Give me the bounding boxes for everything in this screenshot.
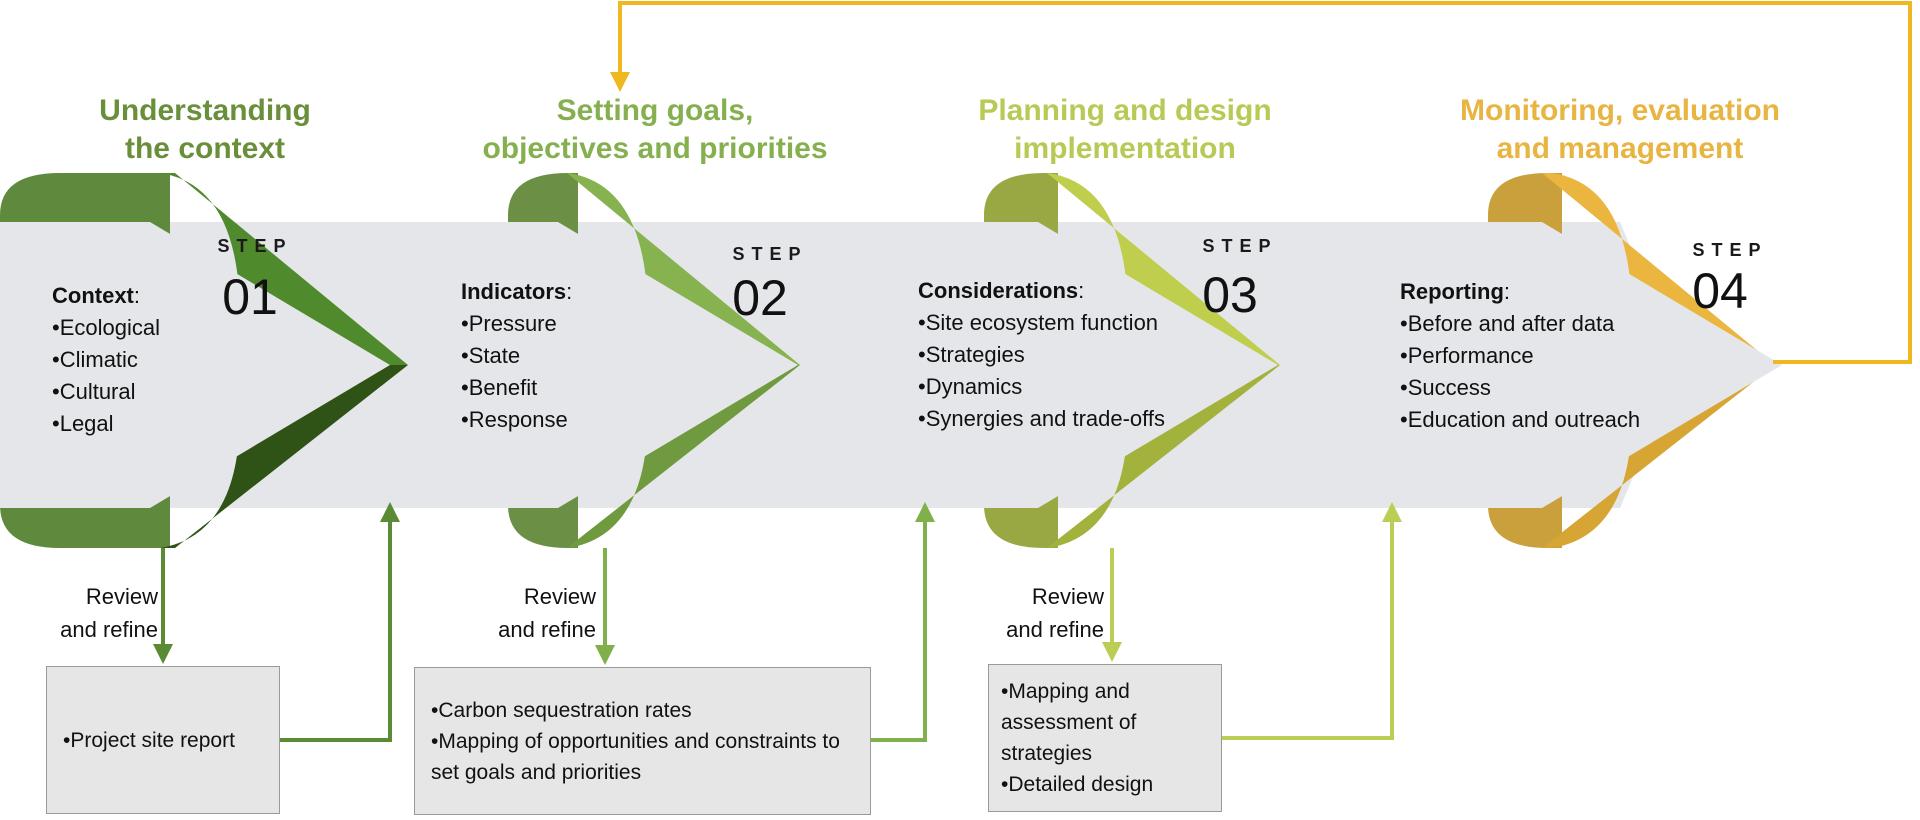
list-item: Performance [1400, 340, 1640, 372]
step-1-title: Understanding the context [99, 94, 311, 165]
list-item: Mapping and assessment of strategies [1001, 676, 1209, 769]
step-3-label: STEP [1202, 236, 1278, 256]
step-3-chevron-lower [1047, 365, 1280, 548]
list-item: Pressure [461, 308, 572, 340]
step-3-output-box: Mapping and assessment of strategies Det… [988, 664, 1222, 812]
list-item: Site ecosystem function [918, 307, 1165, 339]
list-item: Before and after data [1400, 308, 1640, 340]
list-item: Education and outreach [1400, 404, 1640, 436]
list-item: Mapping of opportunities and constraints… [431, 726, 854, 788]
list-item: State [461, 340, 572, 372]
list-item: Ecological [52, 312, 160, 344]
step-4-chevron-lower [1542, 365, 1775, 548]
process-band [0, 222, 1680, 508]
step-2-review-label: Review and refine [498, 584, 596, 642]
step-1-content-list: Ecological Climatic Cultural Legal [52, 312, 160, 440]
step-3-review-label: Review and refine [1006, 584, 1104, 642]
step-4-content-heading: Reporting: [1400, 276, 1640, 308]
step-2-content-title: Indicators [461, 279, 567, 304]
list-item: Strategies [918, 339, 1165, 371]
step-4-content-list: Before and after data Performance Succes… [1400, 308, 1640, 436]
step-3-output-list: Mapping and assessment of strategies Det… [1001, 676, 1209, 800]
step-1-chevron-lower [160, 365, 408, 548]
list-item: Dynamics [918, 371, 1165, 403]
list-item: Legal [52, 408, 160, 440]
list-item: Benefit [461, 372, 572, 404]
step-1-chevron-upper [160, 173, 408, 365]
step-1-content-heading: Context: [52, 280, 160, 312]
step-2-number: 02 [732, 270, 788, 326]
step-2-chevron-lower [567, 365, 800, 548]
list-item: Response [461, 404, 572, 436]
step-3-content-heading: Considerations: [918, 275, 1165, 307]
step-1-output-box: Project site report [46, 666, 280, 814]
step-4-chevron-upper [1542, 173, 1775, 365]
step-2-title: Setting goals, objectives and priorities [482, 94, 828, 165]
step-1-content-title: Context [52, 283, 134, 308]
step-1-output-list: Project site report [63, 725, 235, 756]
step-2-return-arrow [871, 502, 935, 742]
step-1-return-arrow [280, 502, 400, 742]
step-2-content-heading: Indicators: [461, 276, 572, 308]
step-1-review-label: Review and refine [60, 584, 158, 642]
step-4-number: 04 [1692, 263, 1748, 319]
step-1-number: 01 [222, 269, 278, 325]
step-2-chevron-upper [567, 173, 800, 365]
list-item: Climatic [52, 344, 160, 376]
step-2-output-box: Carbon sequestration rates Mapping of op… [414, 667, 871, 815]
step-4-content: Reporting: Before and after data Perform… [1400, 276, 1640, 436]
step-2-content: Indicators: Pressure State Benefit Respo… [461, 276, 572, 436]
step-2-content-suffix: : [566, 279, 573, 304]
list-item: Carbon sequestration rates [431, 695, 854, 726]
step-1-content-suffix: : [133, 283, 141, 308]
list-item: Success [1400, 372, 1640, 404]
step-3-return-arrow [1222, 502, 1402, 740]
step-4-title: Monitoring, evaluation and management [1460, 94, 1780, 165]
list-item: Synergies and trade-offs [918, 403, 1165, 435]
step-3-content-list: Site ecosystem function Strategies Dynam… [918, 307, 1165, 435]
step-3-content-title: Considerations [918, 278, 1079, 303]
step-4-content-title: Reporting [1400, 279, 1504, 304]
step-4-label: STEP [1692, 240, 1768, 260]
step-1-label: STEP [217, 236, 293, 256]
step-3-content: Considerations: Site ecosystem function … [918, 275, 1165, 435]
step-2-chevron-notch [508, 222, 798, 508]
step-1-content: Context: Ecological Climatic Cultural Le… [52, 280, 160, 440]
step-2-output-list: Carbon sequestration rates Mapping of op… [431, 695, 854, 788]
step-4-content-suffix: : [1503, 279, 1511, 304]
step-3-title: Planning and design implementation [978, 94, 1272, 165]
step-2-content-list: Pressure State Benefit Response [461, 308, 572, 436]
list-item: Detailed design [1001, 769, 1209, 800]
step-3-content-suffix: : [1078, 278, 1085, 303]
step-2-label: STEP [732, 244, 808, 264]
list-item: Project site report [63, 725, 235, 756]
list-item: Cultural [52, 376, 160, 408]
step-3-number: 03 [1202, 267, 1258, 323]
feedback-loop-arrow [610, 1, 1912, 364]
step-3-chevron-upper [1047, 173, 1280, 365]
